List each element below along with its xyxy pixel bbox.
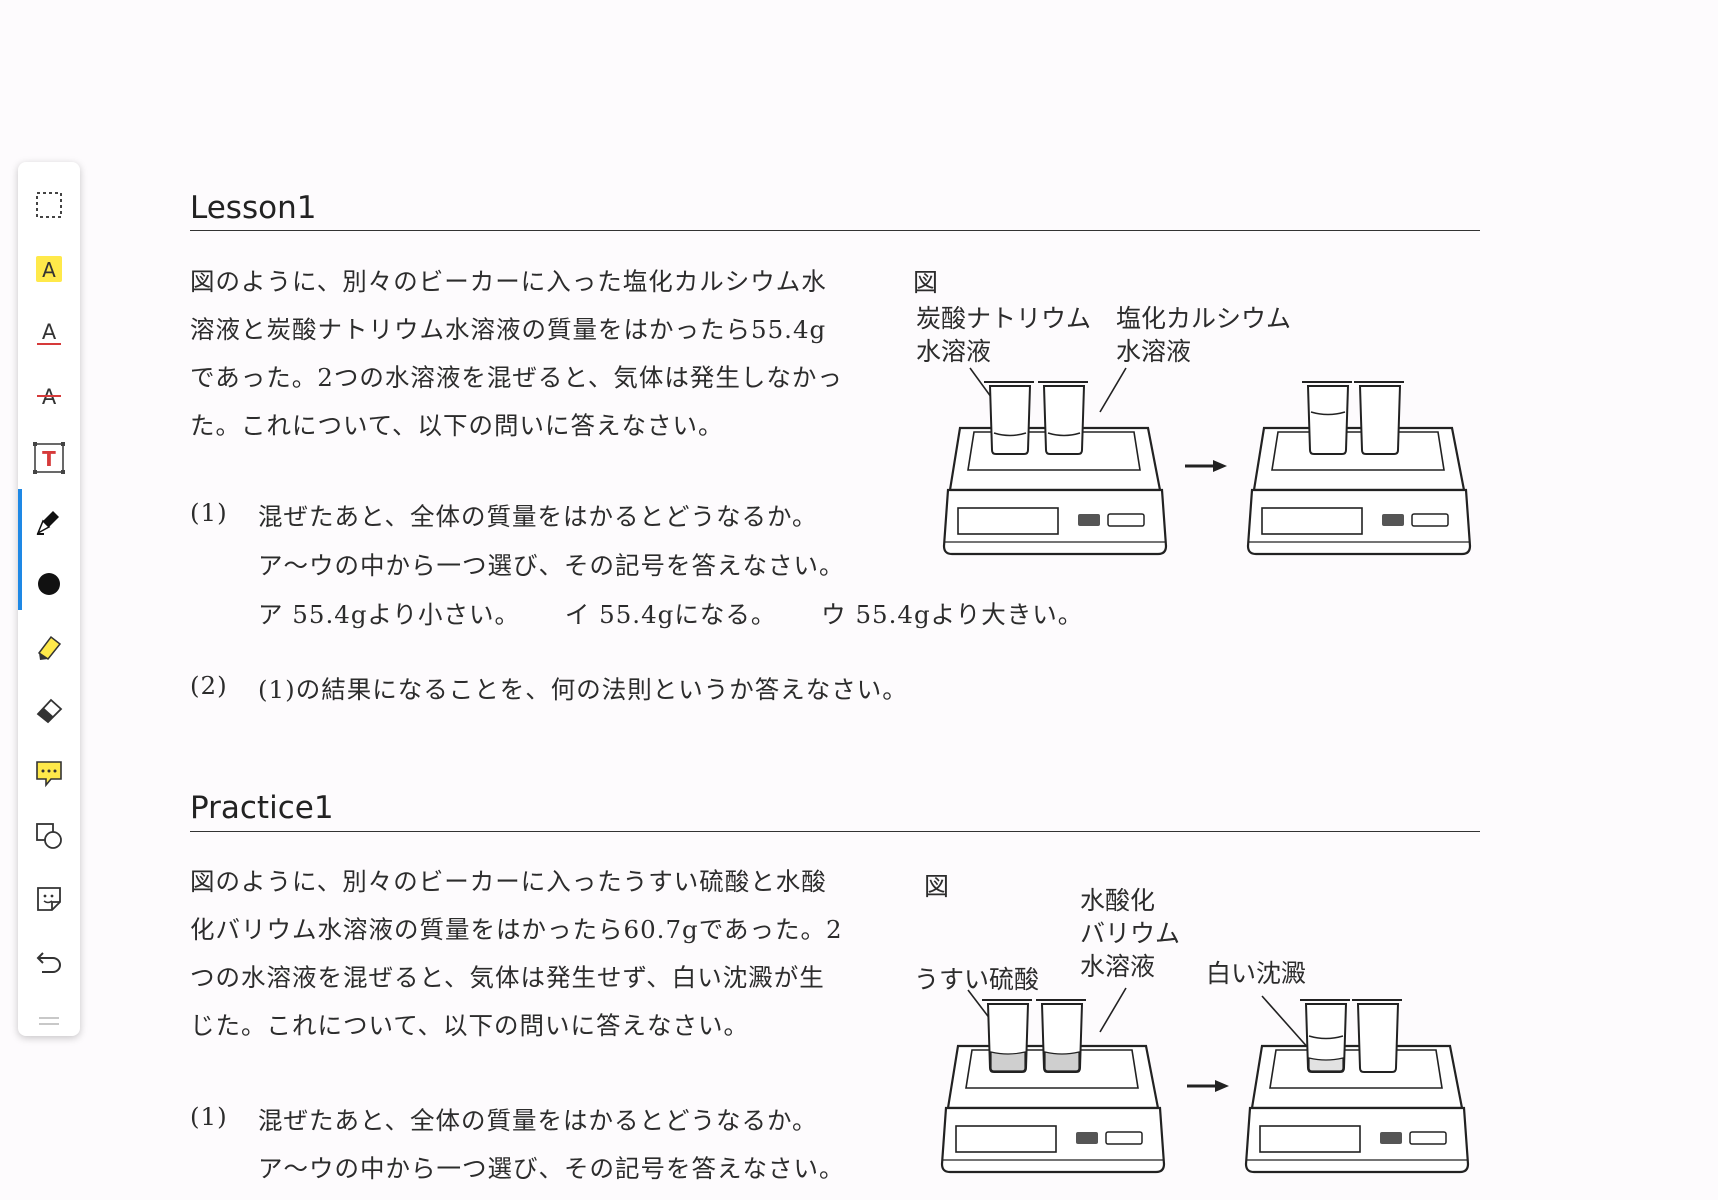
svg-text:T: T [42,447,56,471]
figure-left-label: うすい硫酸 [914,965,1040,994]
question-text: ア〜ウの中から一つ選び、その記号を答えなさい。 [258,551,845,580]
beakers-before [982,999,1086,1073]
figure-label-line: 水溶液 [1080,952,1156,981]
practice-title: Practice1 [190,790,334,826]
arrow-icon [1187,1080,1229,1092]
figure-label-line: バリウム [1080,919,1181,948]
comment-icon[interactable] [18,747,80,799]
figure-label-line: 水溶液 [1116,337,1192,366]
toolbar-grip[interactable] [39,1017,59,1025]
sticker-icon[interactable] [18,873,80,925]
scale-after [1246,426,1472,556]
paragraph-line: つの水溶液を混ぜると、気体は発生せず、白い沈澱が生 [190,963,825,992]
figure-left-label: 炭酸ナトリウム 水溶液 [916,302,1091,368]
eraser-icon[interactable] [18,684,80,736]
lesson-paragraph: 図のように、別々のビーカーに入った塩化カルシウム水 溶液と炭酸ナトリウム水溶液の… [190,258,890,450]
figure-label-line: 水溶液 [916,337,992,366]
answer-options: ア 55.4gより小さい。 イ 55.4gになる。 ウ 55.4gより大きい。 [258,596,1119,631]
annotation-toolbar: A A A T [18,162,80,1036]
underline-text-icon[interactable]: A [18,306,80,358]
arrow-icon [1185,460,1227,472]
practice-figure [940,987,1470,1174]
figure-label-line: 塩化カルシウム [1116,304,1292,333]
svg-text:A: A [42,258,56,282]
pen-icon[interactable] [18,489,80,553]
question-text: ア〜ウの中から一つ選び、その記号を答えなさい。 [258,1154,845,1183]
question-text: 混ぜたあと、全体の質量をはかるとどうなるか。 [258,502,818,531]
lesson-figure [942,367,1472,556]
practice-title-rule [190,831,1480,832]
highlighter-icon[interactable] [18,621,80,673]
paragraph-line: 図のように、別々のビーカーに入ったうすい硫酸と水酸 [190,867,827,896]
question-number: (1) [190,498,228,527]
beakers-after [1302,381,1404,455]
select-rect-icon[interactable] [18,179,80,231]
highlight-text-icon[interactable]: A [18,243,80,295]
question-text: (1)の結果になることを、何の法則というか答えなさい。 [258,675,908,704]
paragraph-line: じた。これについて、以下の問いに答えなさい。 [190,1011,750,1040]
color-dot-icon[interactable] [18,552,80,610]
figure-label-line: 水酸化 [1080,886,1156,915]
paragraph-line: た。これについて、以下の問いに答えなさい。 [190,411,724,440]
paragraph-line: 化バリウム水溶液の質量をはかったら60.7gであった。2 [190,915,843,944]
figure-label-line: 炭酸ナトリウム [916,304,1092,333]
paragraph-line: 溶液と炭酸ナトリウム水溶液の質量をはかったら55.4g [190,315,827,344]
scale-after [1244,1044,1470,1174]
lesson-title: Lesson1 [190,190,317,226]
question-text: 混ぜたあと、全体の質量をはかるとどうなるか。 [258,1106,818,1135]
question-number: (2) [190,671,228,700]
text-box-icon[interactable]: T [18,432,80,484]
practice-paragraph: 図のように、別々のビーカーに入ったうすい硫酸と水酸 化バリウム水溶液の質量をはか… [190,858,890,1050]
question-number: (1) [190,1102,228,1131]
beakers-before [984,381,1088,455]
figure-middle-label: 水酸化 バリウム 水溶液 [1080,884,1180,983]
figure-label: 図 [913,268,939,297]
paragraph-line: 図のように、別々のビーカーに入った塩化カルシウム水 [190,267,827,296]
lesson-title-rule [190,230,1480,231]
paragraph-line: であった。2つの水溶液を混ぜると、気体は発生しなかっ [190,363,843,392]
strikethrough-text-icon[interactable]: A [18,369,80,421]
beakers-after [1300,999,1402,1073]
figure-label: 図 [924,872,950,901]
undo-icon[interactable] [18,936,80,988]
svg-text:A: A [42,320,57,344]
option-a: ア 55.4gより小さい。 [258,600,521,629]
option-c: ウ 55.4gより大きい。 [821,600,1084,629]
figure-result-label: 白い沈澱 [1206,959,1307,988]
figure-right-label: 塩化カルシウム 水溶液 [1116,302,1291,368]
option-b: イ 55.4gになる。 [564,600,777,629]
shapes-icon[interactable] [18,810,80,862]
